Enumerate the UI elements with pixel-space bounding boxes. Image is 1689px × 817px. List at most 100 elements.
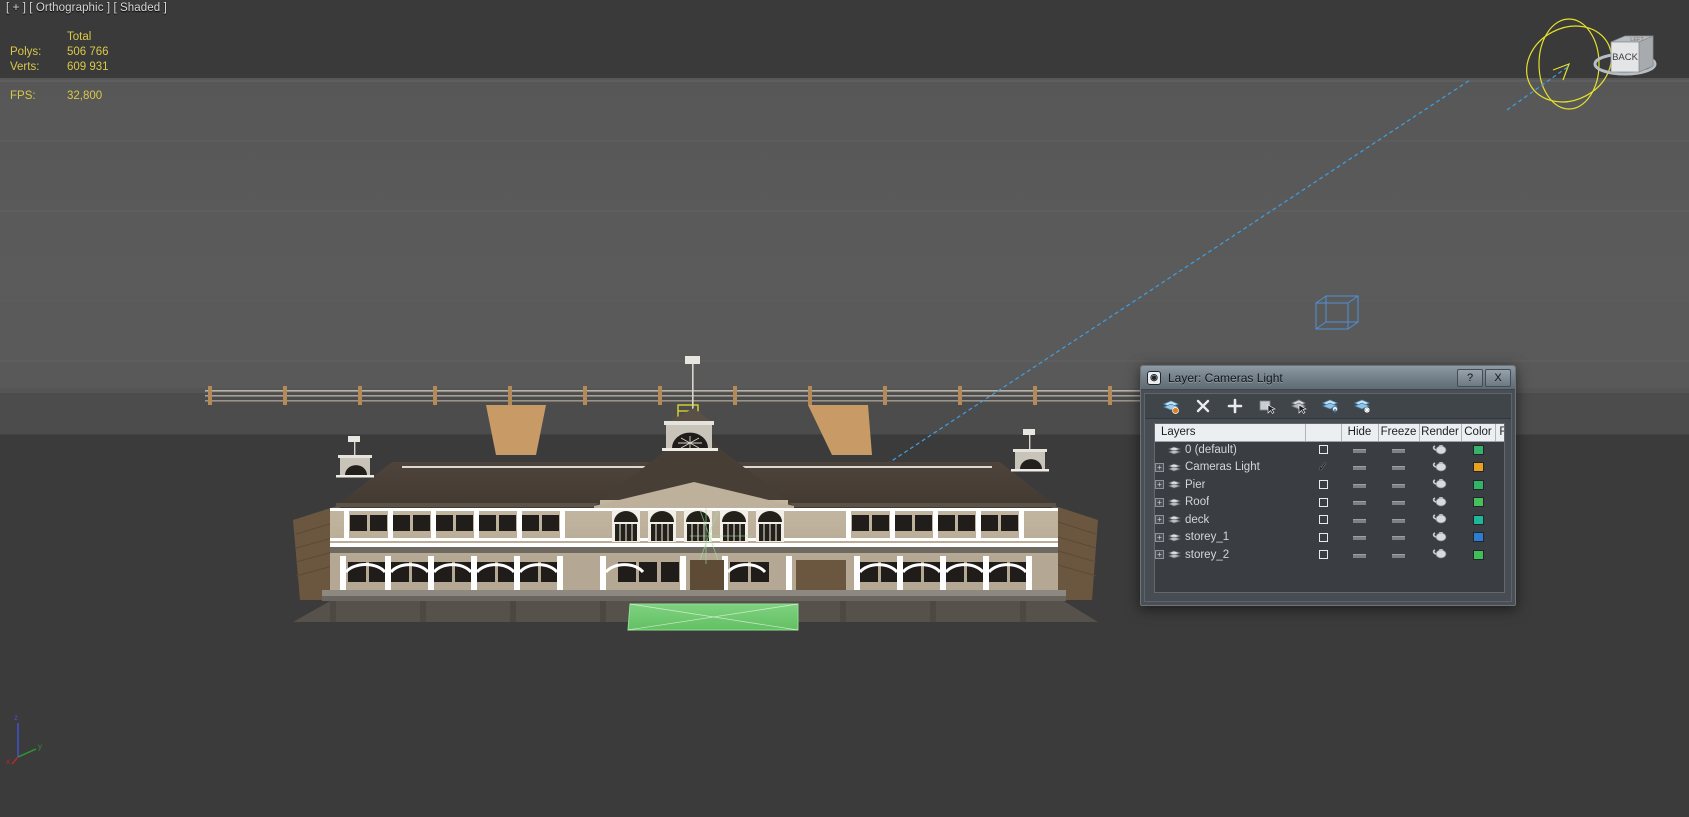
freeze-cell[interactable] <box>1378 511 1419 529</box>
current-layer-cell[interactable] <box>1305 511 1341 529</box>
color-cell[interactable] <box>1461 546 1495 564</box>
select-highlighted-objects-icon[interactable] <box>1289 397 1309 415</box>
current-layer-cell[interactable] <box>1305 494 1341 512</box>
layer-list[interactable]: Layers Hide Freeze Render Color Radiosit… <box>1154 423 1505 593</box>
hide-toggle-icon[interactable] <box>1353 483 1366 488</box>
radiosity-cell[interactable] <box>1495 459 1504 477</box>
current-layer-cell[interactable]: ✓ <box>1305 459 1341 477</box>
hide-toggle-icon[interactable] <box>1353 518 1366 523</box>
render-cell[interactable] <box>1419 511 1461 529</box>
color-cell[interactable] <box>1461 529 1495 547</box>
help-button[interactable]: ? <box>1457 368 1483 387</box>
expand-toggle-icon[interactable]: + <box>1155 550 1164 560</box>
freeze-toggle-icon[interactable] <box>1392 518 1405 523</box>
layer-name-cell[interactable]: +storey_1 <box>1155 529 1305 547</box>
current-layer-checkbox[interactable] <box>1318 532 1328 542</box>
current-layer-checkbox[interactable] <box>1318 497 1328 507</box>
column-header-layers[interactable]: Layers <box>1155 424 1306 442</box>
hide-toggle-icon[interactable] <box>1353 553 1366 558</box>
freeze-toggle-icon[interactable] <box>1392 501 1405 506</box>
render-cell[interactable] <box>1419 441 1461 459</box>
table-row[interactable]: +Cameras Light ✓ <box>1155 459 1504 477</box>
expand-toggle-icon[interactable]: + <box>1155 515 1164 525</box>
layer-color-swatch[interactable] <box>1472 497 1484 508</box>
layer-name-cell[interactable]: +0 (default) <box>1155 441 1305 459</box>
table-row[interactable]: +storey_2 <box>1155 546 1504 564</box>
freeze-cell[interactable] <box>1378 494 1419 512</box>
hide-toggle-icon[interactable] <box>1353 536 1366 541</box>
dialog-toolbar[interactable] <box>1145 394 1511 419</box>
layer-color-swatch[interactable] <box>1472 532 1484 543</box>
hide-cell[interactable] <box>1341 494 1378 512</box>
radiosity-cell[interactable] <box>1495 529 1504 547</box>
hide-cell[interactable] <box>1341 511 1378 529</box>
current-layer-checkbox[interactable] <box>1318 480 1328 490</box>
radiosity-cell[interactable] <box>1495 476 1504 494</box>
view-cube[interactable]: BACK LEFT <box>1507 14 1667 114</box>
layer-color-swatch[interactable] <box>1472 479 1484 490</box>
hide-toggle-icon[interactable] <box>1353 449 1366 453</box>
create-new-layer-icon[interactable] <box>1161 397 1181 415</box>
color-cell[interactable] <box>1461 494 1495 512</box>
hide-cell[interactable] <box>1341 529 1378 547</box>
current-layer-checkbox[interactable] <box>1318 550 1328 560</box>
current-layer-cell[interactable] <box>1305 476 1341 494</box>
column-header-color[interactable]: Color <box>1461 424 1496 442</box>
layer-name-cell[interactable]: +storey_2 <box>1155 546 1305 564</box>
render-cell[interactable] <box>1419 529 1461 547</box>
table-row[interactable]: +Roof <box>1155 494 1504 512</box>
expand-toggle-icon[interactable]: + <box>1155 480 1164 490</box>
color-cell[interactable] <box>1461 511 1495 529</box>
viewport-label[interactable]: [ + ] [ Orthographic ] [ Shaded ] <box>6 2 167 14</box>
hide-cell[interactable] <box>1341 476 1378 494</box>
current-layer-cell[interactable] <box>1305 441 1341 459</box>
color-cell[interactable] <box>1461 459 1495 477</box>
current-layer-cell[interactable] <box>1305 546 1341 564</box>
freeze-cell[interactable] <box>1378 459 1419 477</box>
hide-cell[interactable] <box>1341 546 1378 564</box>
add-selection-to-layer-icon[interactable] <box>1225 397 1245 415</box>
expand-toggle-icon[interactable]: + <box>1155 497 1164 507</box>
freeze-cell[interactable] <box>1378 529 1419 547</box>
radiosity-cell[interactable] <box>1495 546 1504 564</box>
freeze-toggle-icon[interactable] <box>1392 466 1405 471</box>
layer-name-cell[interactable]: +Cameras Light <box>1155 459 1305 477</box>
radiosity-cell[interactable] <box>1495 494 1504 512</box>
highlight-selected-objects-icon[interactable] <box>1321 397 1341 415</box>
color-cell[interactable] <box>1461 441 1495 459</box>
render-cell[interactable] <box>1419 546 1461 564</box>
hide-cell[interactable] <box>1341 441 1378 459</box>
render-cell[interactable] <box>1419 494 1461 512</box>
close-button[interactable]: X <box>1485 368 1511 387</box>
freeze-toggle-icon[interactable] <box>1392 483 1405 488</box>
layer-color-swatch[interactable] <box>1472 514 1484 525</box>
column-header-current[interactable] <box>1305 424 1342 442</box>
hide-toggle-icon[interactable] <box>1353 466 1366 471</box>
table-row[interactable]: +deck <box>1155 511 1504 529</box>
select-objects-in-layer-icon[interactable] <box>1257 397 1277 415</box>
hide-cell[interactable] <box>1341 459 1378 477</box>
freeze-toggle-icon[interactable] <box>1392 536 1405 541</box>
column-header-radiosity[interactable]: Radiosity <box>1495 424 1504 442</box>
table-row[interactable]: +storey_1 <box>1155 529 1504 547</box>
freeze-toggle-icon[interactable] <box>1392 553 1405 558</box>
layer-name-cell[interactable]: +deck <box>1155 511 1305 529</box>
radiosity-cell[interactable] <box>1495 441 1504 459</box>
layer-name-cell[interactable]: +Roof <box>1155 494 1305 512</box>
expand-toggle-icon[interactable]: + <box>1155 462 1164 472</box>
table-row[interactable]: +Pier <box>1155 476 1504 494</box>
column-header-render[interactable]: Render <box>1419 424 1462 442</box>
layer-color-swatch[interactable] <box>1472 549 1484 560</box>
table-row[interactable]: +0 (default) <box>1155 441 1504 459</box>
current-layer-checkbox[interactable] <box>1318 515 1328 525</box>
current-layer-checkbox[interactable] <box>1318 445 1328 455</box>
color-cell[interactable] <box>1461 476 1495 494</box>
column-header-freeze[interactable]: Freeze <box>1378 424 1420 442</box>
radiosity-cell[interactable] <box>1495 511 1504 529</box>
freeze-cell[interactable] <box>1378 546 1419 564</box>
dialog-titlebar[interactable]: ◉ Layer: Cameras Light ? X <box>1141 366 1515 390</box>
current-layer-cell[interactable] <box>1305 529 1341 547</box>
render-cell[interactable] <box>1419 459 1461 477</box>
freeze-cell[interactable] <box>1378 441 1419 459</box>
current-layer-check-icon[interactable]: ✓ <box>1317 458 1329 474</box>
